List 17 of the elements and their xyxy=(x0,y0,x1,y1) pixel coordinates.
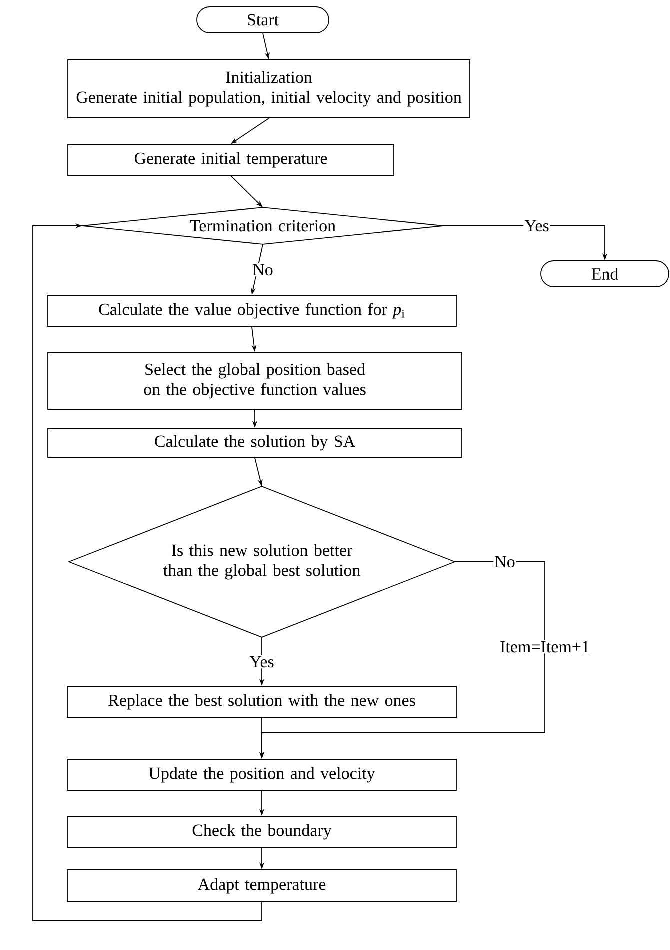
process-box: Calculate the solution by SA xyxy=(48,428,462,458)
terminal-box: End xyxy=(540,260,670,288)
process-box: Check the boundary xyxy=(67,816,457,848)
process-box: Update the position and velocity xyxy=(67,759,457,791)
edge-label: Yes xyxy=(248,655,276,669)
process-box: Initialization Generate initial population, initial velocity and position xyxy=(68,60,470,118)
process-box: Calculate the value objective function for p$_{i}$ xyxy=(47,295,457,327)
loop-label: Item=Item+1 xyxy=(499,640,591,654)
process-box: Select the global position based on the objective function values xyxy=(48,352,462,410)
edge-label: Yes xyxy=(524,219,550,233)
terminal-box: Start xyxy=(196,6,330,34)
edge-label: No xyxy=(252,263,274,277)
process-box: Generate initial temperature xyxy=(68,144,394,176)
process-box: Adapt temperature xyxy=(67,870,457,902)
process-box: Replace the best solution with the new ones xyxy=(67,686,457,718)
edge-label: No xyxy=(494,555,516,569)
arrow xyxy=(32,223,262,922)
